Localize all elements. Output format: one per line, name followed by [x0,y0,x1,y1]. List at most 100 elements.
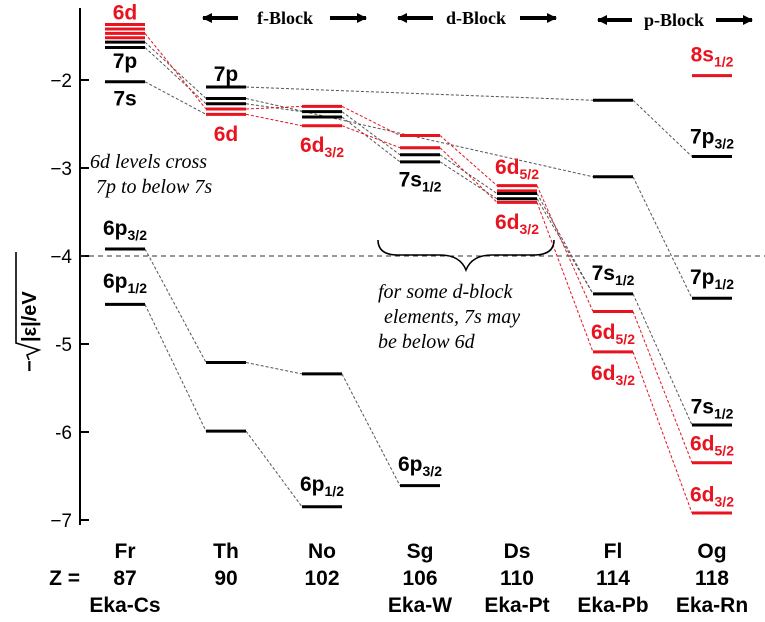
connector-lines [144,33,693,514]
connector-line [144,304,207,432]
connector-line [144,47,207,105]
z-prefix: Z = [49,567,80,590]
p-block-label: p-Block [644,10,704,30]
sqrt-symbol [15,252,42,361]
curly-brace [377,239,555,273]
connector-line [245,361,303,375]
energy-levels [105,23,732,515]
connector-line [341,105,401,136]
orbital-label: 6d3/2 [495,211,539,237]
connector-line [439,147,498,203]
connector-line [245,113,303,127]
connector-line [341,125,401,149]
element-eka: Eka-Pb [577,594,648,617]
orbital-label: 7p [214,63,239,86]
connector-line [341,116,401,163]
orbital-label: 6d3/2 [690,484,734,510]
connector-line [245,430,303,508]
crossing-note-line-1: 6d levels cross [90,151,207,173]
connector-line [536,185,594,312]
f-block-header: f-Block [202,8,367,28]
connector-line [632,293,693,426]
orbital-label: 6p3/2 [398,453,442,479]
element-symbol: Sg [407,540,434,563]
orbital-label: 6p1/2 [300,473,344,499]
y-axis-title: − |ε|/eV [15,252,42,372]
orbital-label: 8s1/2 [691,44,734,70]
block-headers: f-Block d-Block p-Block [202,8,753,30]
y-tick-label: −4 [50,247,72,268]
element-symbol: Og [697,540,726,563]
connector-line [144,33,207,110]
orbital-label: 6p3/2 [103,217,147,243]
connector-line [439,154,498,194]
p-block-header: p-Block [597,10,753,30]
connector-line [536,193,594,295]
element-z: 87 [113,567,136,590]
connector-line [536,202,594,353]
connector-line [536,198,594,295]
connector-line [245,103,303,113]
y-tick-label: −3 [50,159,72,180]
element-eka: Eka-W [388,594,452,617]
orbital-label: 6d5/2 [690,433,734,459]
connector-line [144,41,207,99]
connector-line [245,86,594,101]
connector-line [439,135,498,186]
element-z: 102 [304,567,339,590]
orbital-label: 6d3/2 [591,362,635,388]
element-symbol: Fr [115,540,136,563]
element-symbol: Th [213,540,239,563]
orbital-label: 7p [113,50,138,73]
dblock-annotation: for some d-block elements, 7s may be bel… [377,239,555,353]
element-z: 90 [214,567,237,590]
y-axis-ticks: −2 −3 −4 -5 -6 −7 [50,71,89,532]
crossing-note-line-2: 7p to below 7s [96,176,212,198]
dblock-note-line-3: be below 6d [378,331,476,353]
element-symbol: Fl [604,540,623,563]
orbital-label: 7s1/2 [592,262,635,288]
orbital-label: 6d [214,123,239,146]
y-axis-title-prefix: − [19,360,41,372]
d-block-header: d-Block [397,8,557,28]
element-z: 114 [596,567,630,590]
orbital-label: 6d5/2 [495,156,539,182]
connector-line [632,176,693,299]
connector-line [341,111,401,156]
connector-line [632,311,693,463]
y-tick-label: −2 [50,71,72,92]
element-symbol: No [308,540,336,563]
connector-line [245,105,303,110]
connector-line [439,161,498,200]
element-z: 106 [402,567,437,590]
y-tick-label: -5 [55,335,72,356]
orbital-label: 7s1/2 [399,169,442,195]
orbital-label: 7s [113,88,136,111]
element-eka: Eka-Rn [676,594,748,617]
orbital-label: 6d5/2 [591,321,635,347]
connector-line [341,373,401,486]
element-symbol: Ds [504,540,531,563]
orbital-label: 6p1/2 [103,270,147,296]
connector-line [144,81,207,115]
connector-line [632,99,693,157]
connector-line [632,351,693,514]
dblock-note-line-1: for some d-block [378,281,514,303]
f-block-label: f-Block [257,8,313,28]
dblock-note-line-2: elements, 7s may [384,306,520,328]
y-axis-title-radicand: |ε|/eV [19,291,41,342]
element-z: 118 [695,567,729,590]
crossing-annotation: 6d levels cross 7p to below 7s [90,151,212,198]
y-tick-label: -6 [55,423,72,444]
element-eka: Eka-Pt [484,594,549,617]
orbital-label: 6d3/2 [300,134,344,160]
connector-line [144,248,207,363]
y-tick-label: −7 [50,511,72,532]
element-footer: Z = Fr87Eka-CsTh90No102Sg106Eka-WDs110Ek… [49,540,748,617]
orbital-label: 6d [113,1,138,24]
element-eka: Eka-Cs [89,594,160,617]
d-block-label: d-Block [446,8,506,28]
orbital-label: 7p3/2 [690,125,734,151]
